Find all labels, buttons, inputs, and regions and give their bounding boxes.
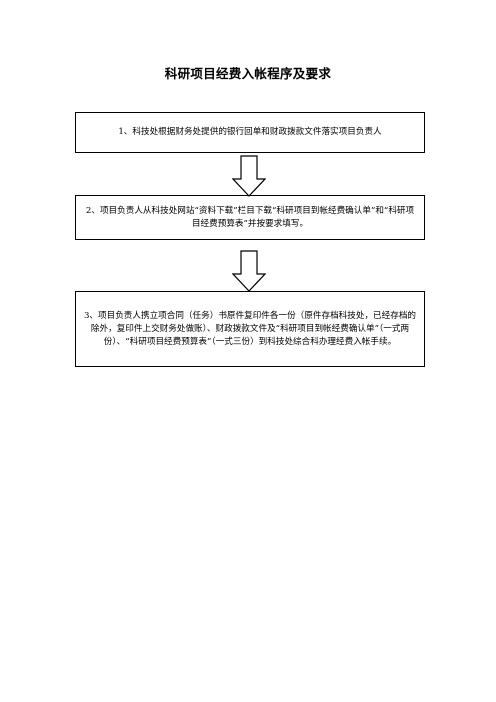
down-arrow-icon [232, 155, 266, 197]
page-title: 科研项目经费入帐程序及要求 [164, 66, 332, 81]
down-arrow-icon [232, 250, 266, 292]
step-3-box: 3、项目负责人携立项合同（任务）书原件复印件各一份（原件存档科技处，已经存档的除… [75, 291, 425, 367]
step-2-text: 2、项目负责人从科技处网站“资料下载”栏目下载“科研项目到帐经费确认单”和“科研… [85, 205, 415, 229]
step-2-box: 2、项目负责人从科技处网站“资料下载”栏目下载“科研项目到帐经费确认单”和“科研… [75, 195, 425, 240]
step-1-text: 1、科技处根据财务处提供的银行回单和财政拨款文件落实项目负责人 [118, 127, 382, 137]
step-3-text: 3、项目负责人携立项合同（任务）书原件复印件各一份（原件存档科技处，已经存档的除… [83, 310, 417, 347]
step-1-box: 1、科技处根据财务处提供的银行回单和财政拨款文件落实项目负责人 [75, 112, 425, 153]
